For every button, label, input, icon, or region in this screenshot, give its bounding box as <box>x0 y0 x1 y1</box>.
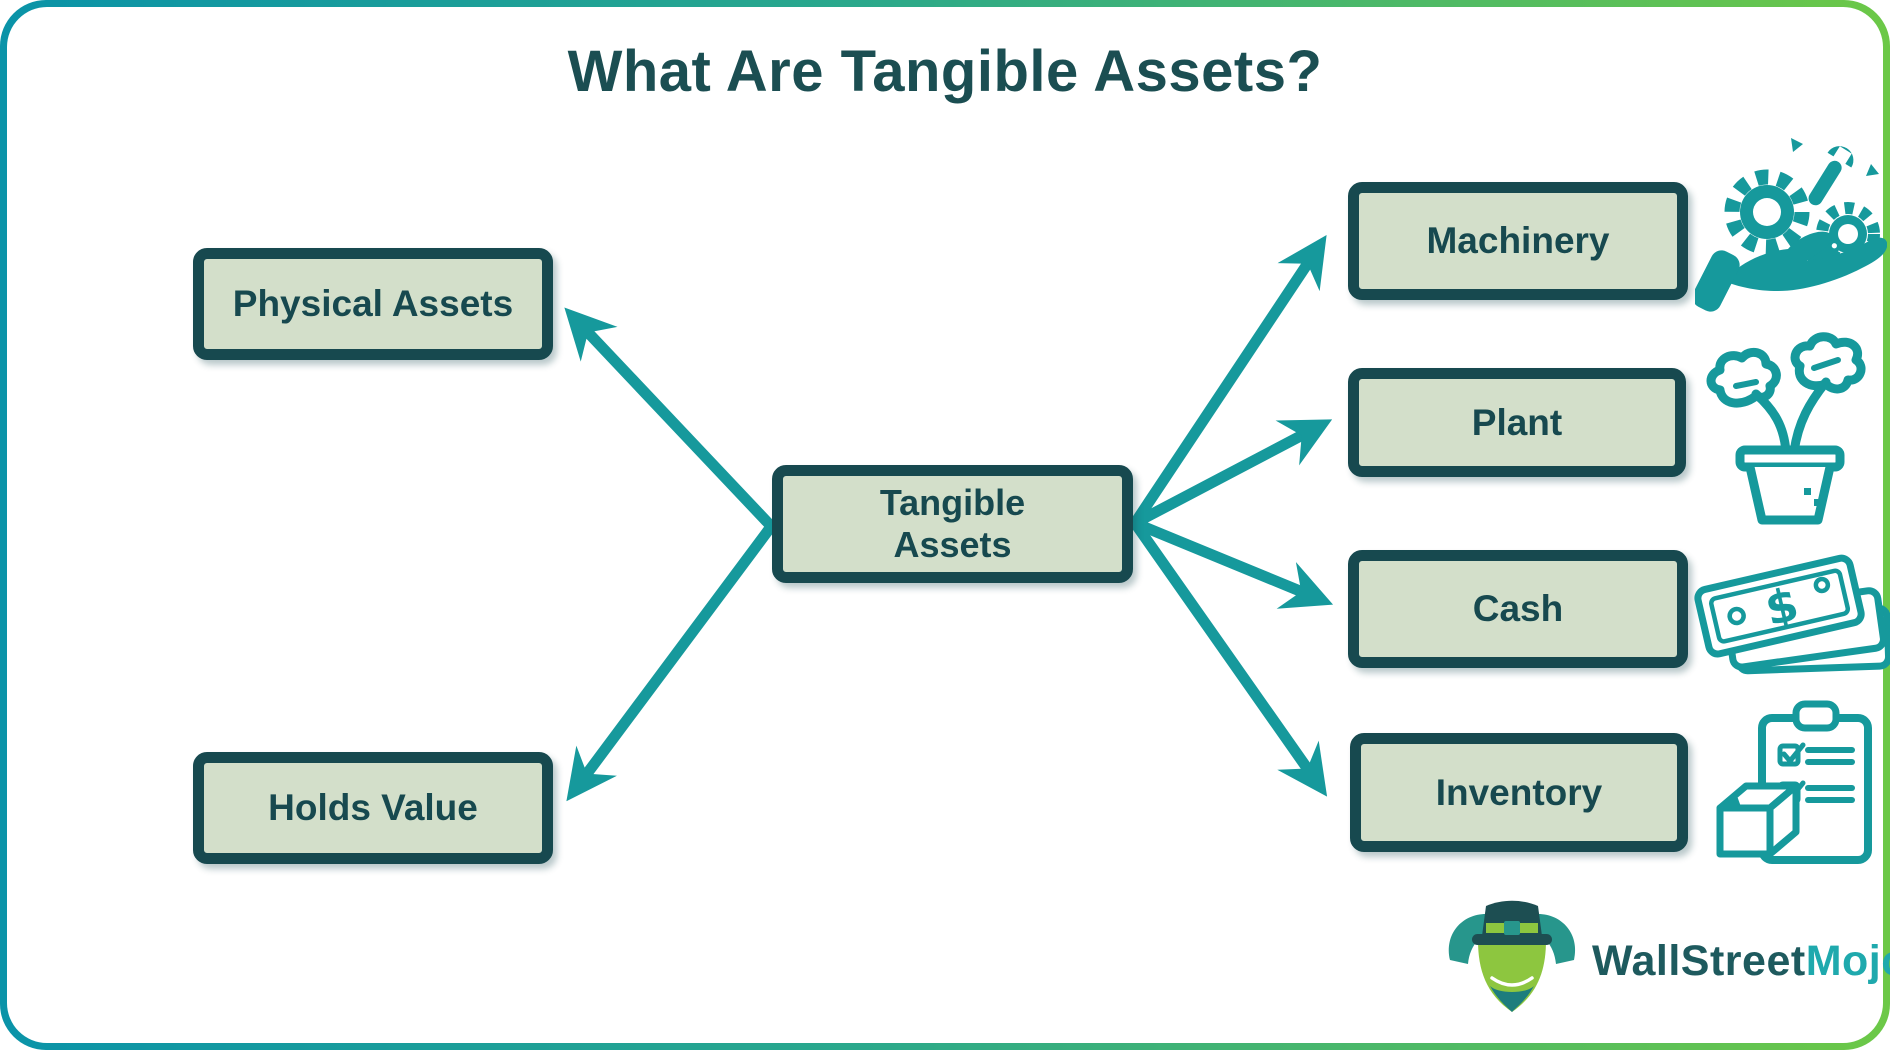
node-label: Physical Assets <box>232 283 514 325</box>
logo-wordmark: WallStreetMojo <box>1592 937 1890 986</box>
logo-text-wallstreet: WallStreet <box>1592 936 1806 985</box>
node-cash: Cash <box>1348 550 1688 668</box>
wallstreetmojo-logo: WallStreetMojo <box>1442 898 1890 1024</box>
bull-mascot-icon <box>1448 900 1576 1012</box>
node-label: Holds Value <box>268 787 478 829</box>
node-physical-assets: Physical Assets <box>193 248 553 360</box>
node-label: Plant <box>1471 401 1563 443</box>
node-tangible-assets: Tangible Assets <box>772 465 1133 583</box>
logo-text-mojo: Mojo <box>1805 936 1890 985</box>
node-machinery: Machinery <box>1348 182 1688 300</box>
node-label: Tangible Assets <box>879 481 1026 565</box>
machinery-icon <box>1695 138 1887 312</box>
node-plant: Plant <box>1348 368 1686 477</box>
plant-icon <box>1706 332 1866 525</box>
node-label: Cash <box>1472 588 1564 630</box>
node-label: Machinery <box>1426 220 1610 262</box>
node-holds-value: Holds Value <box>193 752 553 864</box>
cash-icon: $ <box>1694 554 1890 675</box>
inventory-icon <box>1716 700 1872 864</box>
node-inventory: Inventory <box>1350 733 1688 852</box>
node-label: Inventory <box>1435 771 1603 813</box>
page-title: What Are Tangible Assets? <box>567 39 1323 104</box>
